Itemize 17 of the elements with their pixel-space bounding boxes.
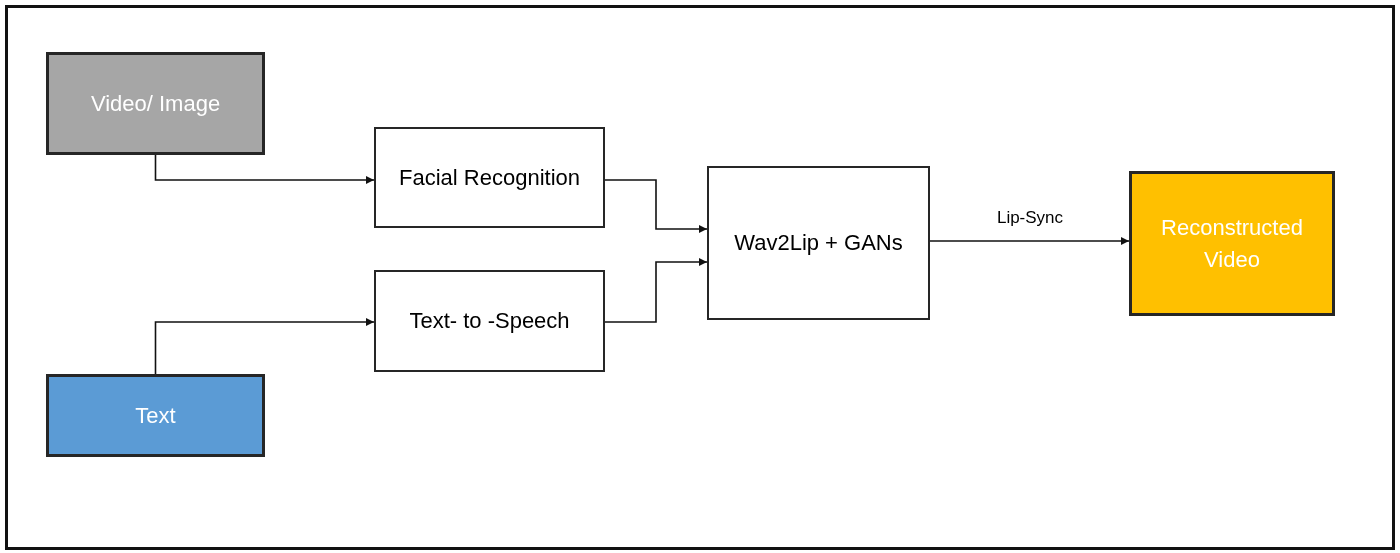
node-label: Video/ Image bbox=[90, 89, 221, 118]
process-box bbox=[707, 166, 930, 320]
node-label: Reconstructed Video bbox=[1160, 213, 1304, 274]
node-label: Facial Recognition bbox=[399, 163, 580, 192]
arrow bbox=[604, 258, 708, 323]
arrow bbox=[154, 154, 375, 184]
node-label: Wav2Lip + GANs bbox=[734, 229, 903, 258]
output-box bbox=[1129, 171, 1335, 316]
input-box bbox=[46, 52, 265, 155]
arrow bbox=[154, 318, 375, 375]
node-label: Text- to -Speech bbox=[409, 307, 570, 336]
process-box bbox=[374, 270, 605, 372]
node-label: Text bbox=[135, 401, 176, 430]
input-box bbox=[46, 374, 265, 457]
arrow bbox=[929, 237, 1130, 245]
process-box bbox=[374, 127, 605, 228]
arrow bbox=[604, 179, 708, 233]
